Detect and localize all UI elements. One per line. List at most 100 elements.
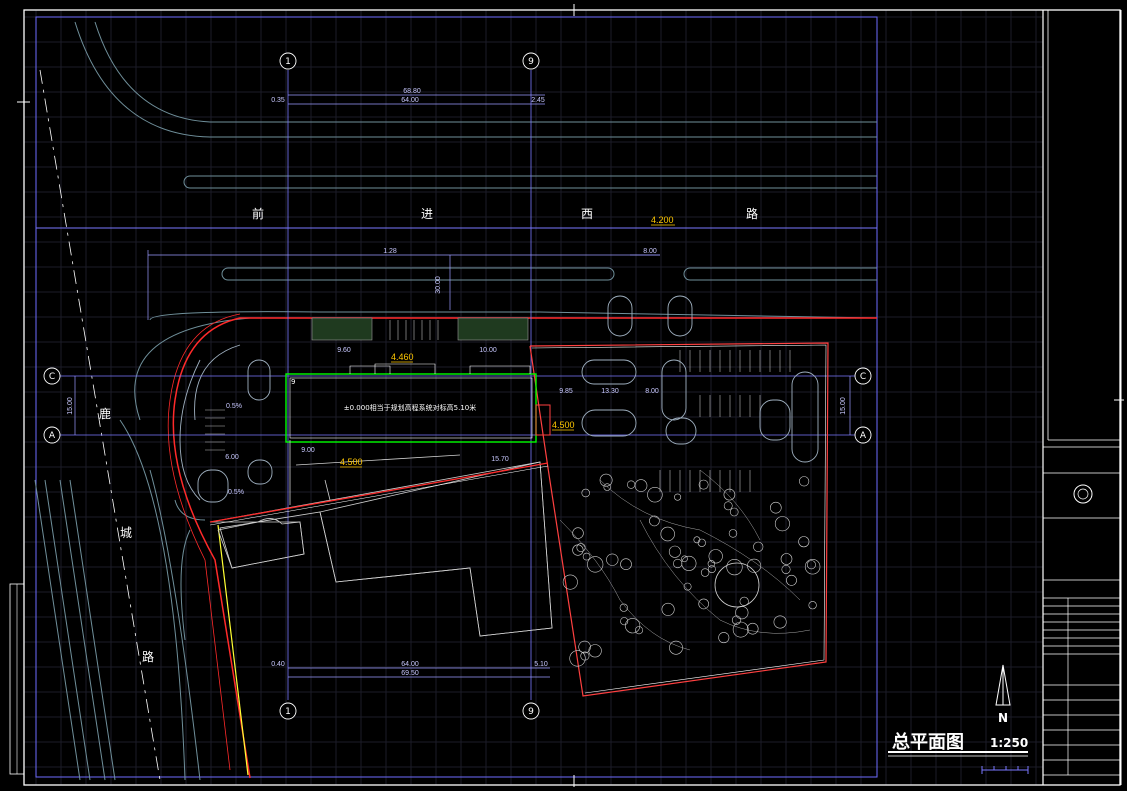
axis-label-9-top: 9 [528, 57, 534, 67]
tree-icon [572, 544, 584, 556]
tree-icon [693, 536, 701, 544]
tree-icon [746, 622, 759, 635]
tree-icon [781, 564, 791, 574]
axis-label-c-right: C [860, 372, 866, 382]
tree-icon [700, 568, 710, 577]
existing-buildings [209, 440, 553, 637]
north-label: N [998, 711, 1008, 725]
dim-space-6: 6.00 [225, 454, 239, 461]
outer-frame [23, 9, 1121, 786]
road-label-front-1: 前 [252, 206, 264, 221]
tree-icon [582, 552, 591, 561]
road-label-side-1: 鹿 [99, 406, 111, 421]
elevation-entry: 4.460 [391, 352, 414, 362]
building-number: 9 [291, 378, 295, 386]
dim-bottom-span: 64.00 [401, 661, 419, 668]
tree-icon [798, 536, 810, 548]
tree-icon [774, 516, 790, 532]
tree-icon [723, 501, 733, 511]
tree-icon [587, 556, 604, 573]
dim-court-800-top: 8.00 [643, 248, 657, 255]
elevation-east: 4.500 [552, 420, 575, 430]
tree-icon [681, 555, 697, 571]
tree-icon [808, 601, 817, 610]
axis-label-1-top: 1 [285, 57, 291, 67]
tree-icon [698, 479, 709, 490]
dim-road-setback: 1.28 [383, 248, 397, 255]
tree-icon [620, 558, 632, 571]
elevation-road: 4.200 [651, 215, 674, 225]
dim-court-1000: 10.00 [479, 347, 497, 354]
axis-label-9-bottom: 9 [528, 707, 534, 717]
dim-bottom-1570: 15.70 [491, 456, 509, 463]
tree-icon [578, 640, 591, 654]
axis-label-a-left: A [49, 431, 56, 441]
landscape-islands [179, 295, 819, 503]
tree-icon [726, 558, 743, 576]
tree-icon [669, 640, 683, 655]
axis-label-1-bottom: 1 [285, 707, 291, 717]
tree-icon [708, 549, 723, 564]
dim-left-ca: 15.00 [67, 397, 74, 415]
tree-icon [729, 507, 739, 517]
tree-icon [728, 529, 738, 538]
road-label-front-3: 西 [581, 207, 593, 221]
tree-icon [804, 558, 821, 575]
parking-stalls [205, 317, 791, 492]
dim-bottom-total: 69.50 [401, 670, 419, 677]
title-block-table [1043, 579, 1121, 776]
tree-icon [798, 476, 810, 487]
tree-icon [634, 626, 643, 635]
tree-icon [562, 574, 578, 590]
tree-icon [634, 479, 648, 492]
tree-icon [673, 558, 683, 569]
tree-icon [697, 538, 706, 547]
drawing-title: 总平面图 [892, 731, 964, 753]
tree-icon [572, 527, 584, 539]
scale-bar [981, 766, 1029, 774]
tree-icon [569, 650, 586, 667]
road-centerline [39, 69, 161, 781]
tree-icon [647, 487, 663, 503]
dim-parking-depth: 30.00 [435, 276, 442, 294]
tree-icon [732, 621, 749, 638]
road-label-front-4: 路 [746, 206, 758, 221]
tree-icon [619, 603, 628, 612]
tree-icon [780, 553, 793, 565]
tree-icon [698, 598, 710, 610]
tree-icon [649, 515, 660, 527]
road-label-side-2: 城 [120, 526, 132, 540]
logo-seal-icon [1073, 484, 1093, 504]
tree-icon [718, 632, 730, 644]
dim-top-total: 68.80 [403, 88, 421, 95]
tree-icon [660, 526, 675, 542]
tree-icon [580, 651, 590, 661]
tree-icon [581, 488, 590, 498]
dim-court-1330: 13.30 [601, 388, 619, 395]
tree-icon [708, 565, 716, 573]
inner-frame [35, 16, 878, 778]
tree-icon [588, 644, 602, 658]
tree-icon [674, 493, 682, 501]
dimension-lines [74, 94, 851, 678]
dim-bottom-left: 0.40 [271, 661, 285, 668]
tree-icon [661, 602, 675, 616]
tree-icon [747, 558, 762, 573]
background-grid [24, 10, 1043, 785]
yellow-boundary [217, 524, 249, 776]
axis-label-a-right: A [860, 431, 867, 441]
tree-icon [626, 480, 636, 489]
axis-bubbles [43, 52, 872, 720]
tree-icon [668, 545, 681, 558]
dim-right-ca: 15.00 [840, 397, 847, 415]
tree-icon [806, 560, 816, 570]
garden-trees [562, 473, 821, 667]
property-redline [172, 317, 877, 779]
dim-top-span: 64.00 [401, 97, 419, 104]
tree-icon [620, 617, 629, 626]
dim-court-960: 9.60 [337, 347, 351, 354]
tree-icon [707, 560, 716, 568]
road-label-front-2: 进 [421, 207, 433, 221]
road-network [34, 21, 878, 781]
